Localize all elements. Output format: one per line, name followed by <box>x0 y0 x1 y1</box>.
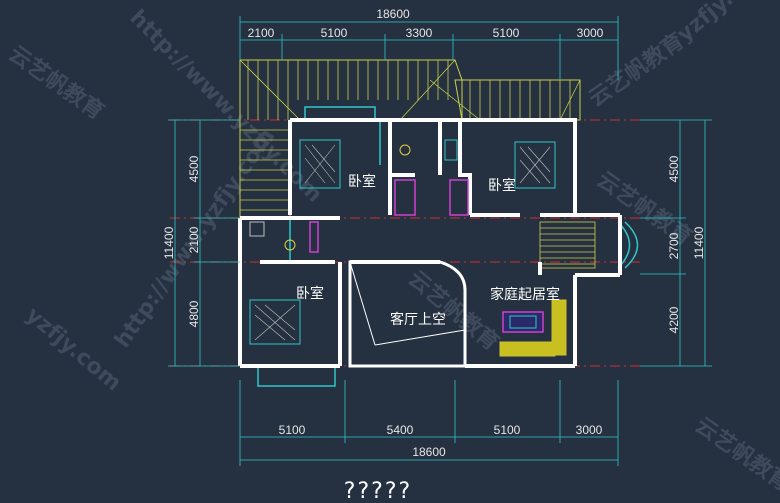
windows-balconies <box>257 106 639 387</box>
dim-top-total: 18600 <box>376 7 410 21</box>
bathroom-fixtures <box>249 139 469 253</box>
dim-left-total: 11400 <box>162 226 176 259</box>
dim-left-2: 2100 <box>187 226 201 253</box>
dim-top-1: 2100 <box>248 26 275 40</box>
dim-top-5: 3000 <box>577 26 604 40</box>
dim-right-total: 11400 <box>692 226 706 259</box>
dim-bottom-1: 5100 <box>279 423 306 437</box>
dim-right-2: 2700 <box>667 232 681 259</box>
staircase <box>539 221 596 269</box>
watermark-text: yzfjy.com <box>672 0 777 47</box>
dim-left-1: 4500 <box>187 155 201 182</box>
dim-bottom-total: 18600 <box>412 445 446 459</box>
room-label-bedroom: 卧室 <box>296 285 324 302</box>
watermark-text: 云艺帆教育 <box>690 412 780 496</box>
dimension-lines <box>168 16 712 466</box>
dim-bottom-3: 5100 <box>494 423 521 437</box>
watermark-text: yzfjy.com <box>21 303 126 397</box>
room-label-bedroom: 卧室 <box>488 177 516 194</box>
dim-top-3: 3300 <box>406 26 433 40</box>
void-marker <box>374 329 466 346</box>
watermark-text: 云艺帆教育 <box>403 265 504 356</box>
dim-top-2: 5100 <box>321 26 348 40</box>
room-label-family-room: 家庭起居室 <box>490 286 560 303</box>
living-void-outline <box>348 260 467 368</box>
watermark-text: 云艺帆教育 <box>4 41 109 125</box>
bed-furniture <box>249 139 556 345</box>
room-label-living-void: 客厅上空 <box>390 311 446 328</box>
void-marker <box>349 261 376 346</box>
room-label-bedroom: 卧室 <box>348 173 376 190</box>
watermark-text: 云艺帆教育 <box>592 166 697 250</box>
dim-right-1: 4500 <box>667 155 681 182</box>
dim-bottom-2: 5400 <box>387 423 414 437</box>
drawing-caption: ????? <box>344 479 412 503</box>
sofa-set <box>499 299 567 357</box>
dim-right-3: 4200 <box>667 306 681 333</box>
dim-bottom-4: 3000 <box>576 423 603 437</box>
dim-top-4: 5100 <box>493 26 520 40</box>
dim-left-3: 4800 <box>187 300 201 327</box>
